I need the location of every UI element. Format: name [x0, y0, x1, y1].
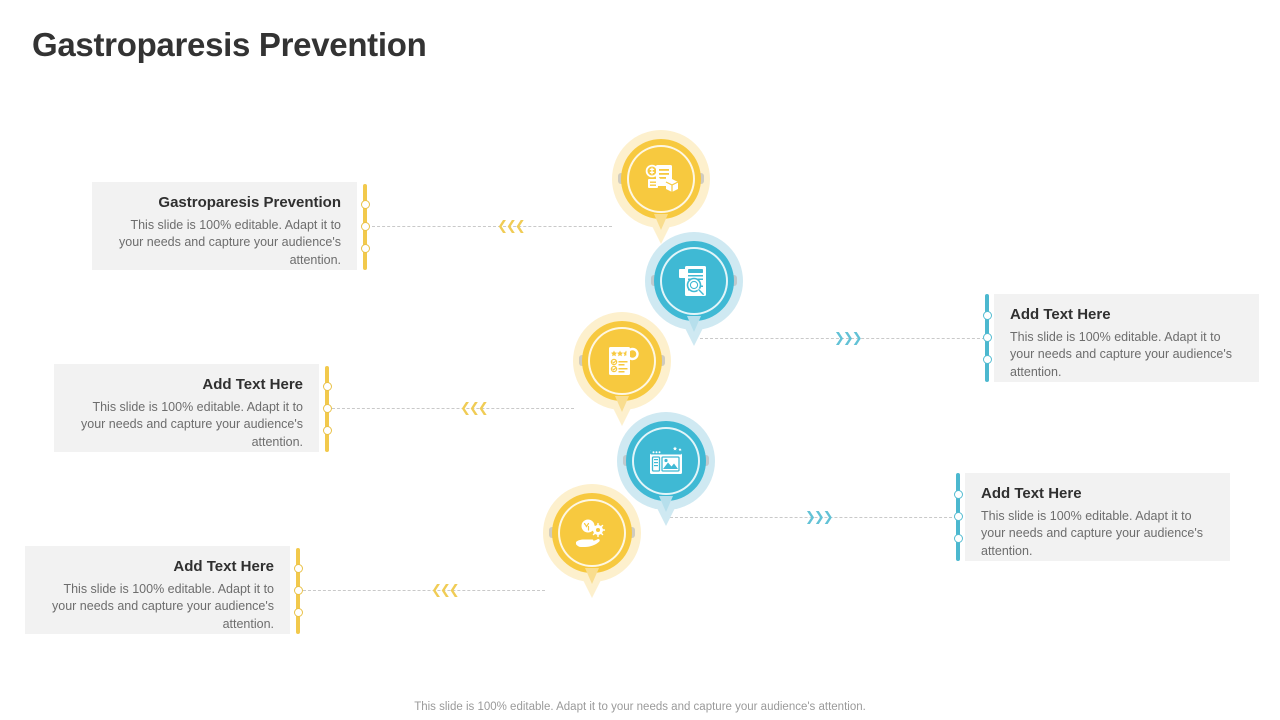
- accent-rail-3: [322, 366, 332, 452]
- text-card-4[interactable]: Add Text Here This slide is 100% editabl…: [965, 473, 1230, 561]
- connector-line-3: [332, 408, 574, 410]
- invoice-package-icon: [642, 160, 680, 198]
- connector-chevrons-1: ❮❮❮: [497, 219, 526, 234]
- connector-chevrons-2: ❯❯❯: [834, 331, 863, 346]
- pin-marker-5[interactable]: [543, 484, 641, 598]
- text-card-2[interactable]: Add Text Here This slide is 100% editabl…: [994, 294, 1259, 382]
- accent-rail-5: [293, 548, 303, 634]
- text-card-5-title: Add Text Here: [173, 558, 274, 575]
- text-card-3[interactable]: Add Text Here This slide is 100% editabl…: [54, 364, 319, 452]
- rail-dot: [953, 490, 963, 499]
- pin-tail-inner: [659, 496, 673, 512]
- rail-dot: [322, 382, 332, 391]
- text-card-4-body: This slide is 100% editable. Adapt it to…: [981, 509, 1203, 558]
- text-card-3-body: This slide is 100% editable. Adapt it to…: [81, 400, 303, 449]
- page-title: Gastroparesis Prevention: [32, 26, 427, 63]
- pin-inner: [588, 327, 656, 395]
- connector-chevrons-4: ❯❯❯: [805, 510, 834, 525]
- rail-dot: [360, 200, 370, 209]
- text-card-1-body: This slide is 100% editable. Adapt it to…: [119, 218, 341, 267]
- image-window-icon: [648, 444, 684, 478]
- connector-line-2: [700, 338, 990, 340]
- text-card-5-body: This slide is 100% editable. Adapt it to…: [52, 582, 274, 631]
- pin-marker-3[interactable]: [573, 312, 671, 426]
- rail-dot: [322, 404, 332, 413]
- pin-inner: [627, 145, 695, 213]
- connector-chevrons-5: ❮❮❮: [431, 583, 460, 598]
- accent-rail-1: [360, 184, 370, 270]
- pin-marker-1[interactable]: [612, 130, 710, 244]
- hand-idea-gear-icon: [573, 516, 611, 550]
- connector-line-5: [303, 590, 545, 592]
- pin-inner: [632, 427, 700, 495]
- text-card-3-title: Add Text Here: [202, 376, 303, 393]
- rail-dot: [953, 512, 963, 521]
- connector-chevrons-3: ❮❮❮: [460, 401, 489, 416]
- connector-line-4: [670, 517, 962, 519]
- rail-dot: [293, 608, 303, 617]
- text-card-1[interactable]: Gastroparesis Prevention This slide is 1…: [92, 182, 357, 270]
- pin-inner: [558, 499, 626, 567]
- pin-tail-inner: [687, 316, 701, 332]
- rail-dot: [360, 222, 370, 231]
- pin-tail-inner: [654, 214, 668, 230]
- accent-rail-2: [982, 294, 992, 382]
- pin-tail-inner: [615, 396, 629, 412]
- text-card-5[interactable]: Add Text Here This slide is 100% editabl…: [25, 546, 290, 634]
- connector-line-1: [372, 226, 612, 228]
- audit-document-magnifier-icon: [676, 263, 712, 299]
- pin-marker-2[interactable]: [645, 232, 743, 346]
- accent-rail-4: [953, 473, 963, 561]
- rail-dot: [982, 333, 992, 342]
- checklist-review-icon: [604, 343, 640, 379]
- rail-dot: [360, 244, 370, 253]
- rail-dot: [293, 586, 303, 595]
- text-card-2-body: This slide is 100% editable. Adapt it to…: [1010, 330, 1232, 379]
- rail-dot: [953, 534, 963, 543]
- rail-dot: [293, 564, 303, 573]
- pin-inner: [660, 247, 728, 315]
- text-card-2-title: Add Text Here: [1010, 306, 1111, 323]
- pin-tail-inner: [585, 568, 599, 584]
- text-card-1-title: Gastroparesis Prevention: [158, 194, 341, 211]
- rail-dot: [982, 311, 992, 320]
- pin-marker-4[interactable]: [617, 412, 715, 526]
- rail-dot: [322, 426, 332, 435]
- footer-note: This slide is 100% editable. Adapt it to…: [414, 701, 866, 713]
- rail-dot: [982, 355, 992, 364]
- text-card-4-title: Add Text Here: [981, 485, 1082, 502]
